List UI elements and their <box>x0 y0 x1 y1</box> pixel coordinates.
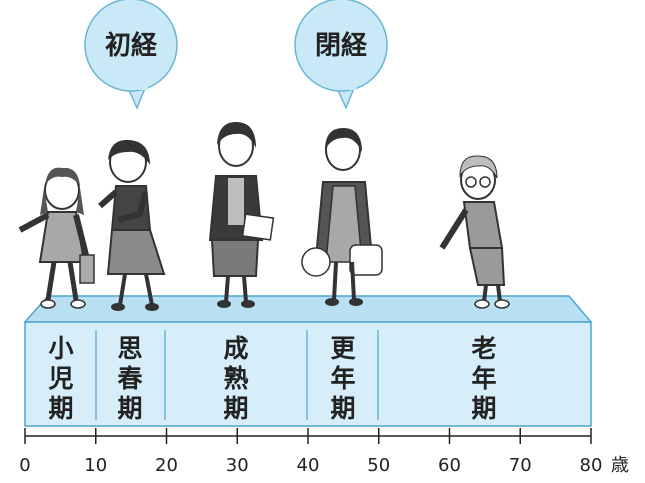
life-stage-band <box>23 295 593 427</box>
tick-label: 60 <box>438 455 461 476</box>
tick-label: 10 <box>84 455 107 476</box>
tick-label: 20 <box>155 455 178 476</box>
tick-labels: 0 10 20 30 40 50 60 70 80 <box>19 455 602 476</box>
figure-teen <box>98 139 166 311</box>
tick-marks <box>24 428 592 444</box>
age-axis: 0 10 20 30 40 50 60 70 80 歳 <box>19 428 629 476</box>
tick-label: 50 <box>367 455 390 476</box>
tick-label: 30 <box>226 455 249 476</box>
stage-label-puberty: 思春期 <box>117 334 142 423</box>
tick-label: 70 <box>509 455 532 476</box>
band-dividers <box>95 330 379 420</box>
figure-elderly-woman <box>439 155 510 309</box>
tick-label: 80 <box>580 455 603 476</box>
bubble-menarche-label: 初経 <box>105 30 158 61</box>
stage-label-menopausal: 更年期 <box>330 334 356 423</box>
figure-child <box>18 167 95 309</box>
bubble-menopause: 閉経 <box>294 0 388 110</box>
axis-unit: 歳 <box>611 455 629 476</box>
stage-label-childhood: 小児期 <box>48 334 73 423</box>
bubble-menarche: 初経 <box>84 0 178 110</box>
figure-woman <box>208 122 275 308</box>
stage-label-maturity: 成熟期 <box>223 334 248 423</box>
tick-label: 40 <box>297 455 320 476</box>
figure-apron-woman <box>301 128 383 306</box>
bubble-menopause-label: 閉経 <box>315 30 368 61</box>
stage-label-senescence: 老年期 <box>471 334 496 423</box>
stage-labels: 小児期 思春期 成熟期 更年期 老年期 <box>48 334 496 423</box>
tick-label: 0 <box>19 455 30 476</box>
